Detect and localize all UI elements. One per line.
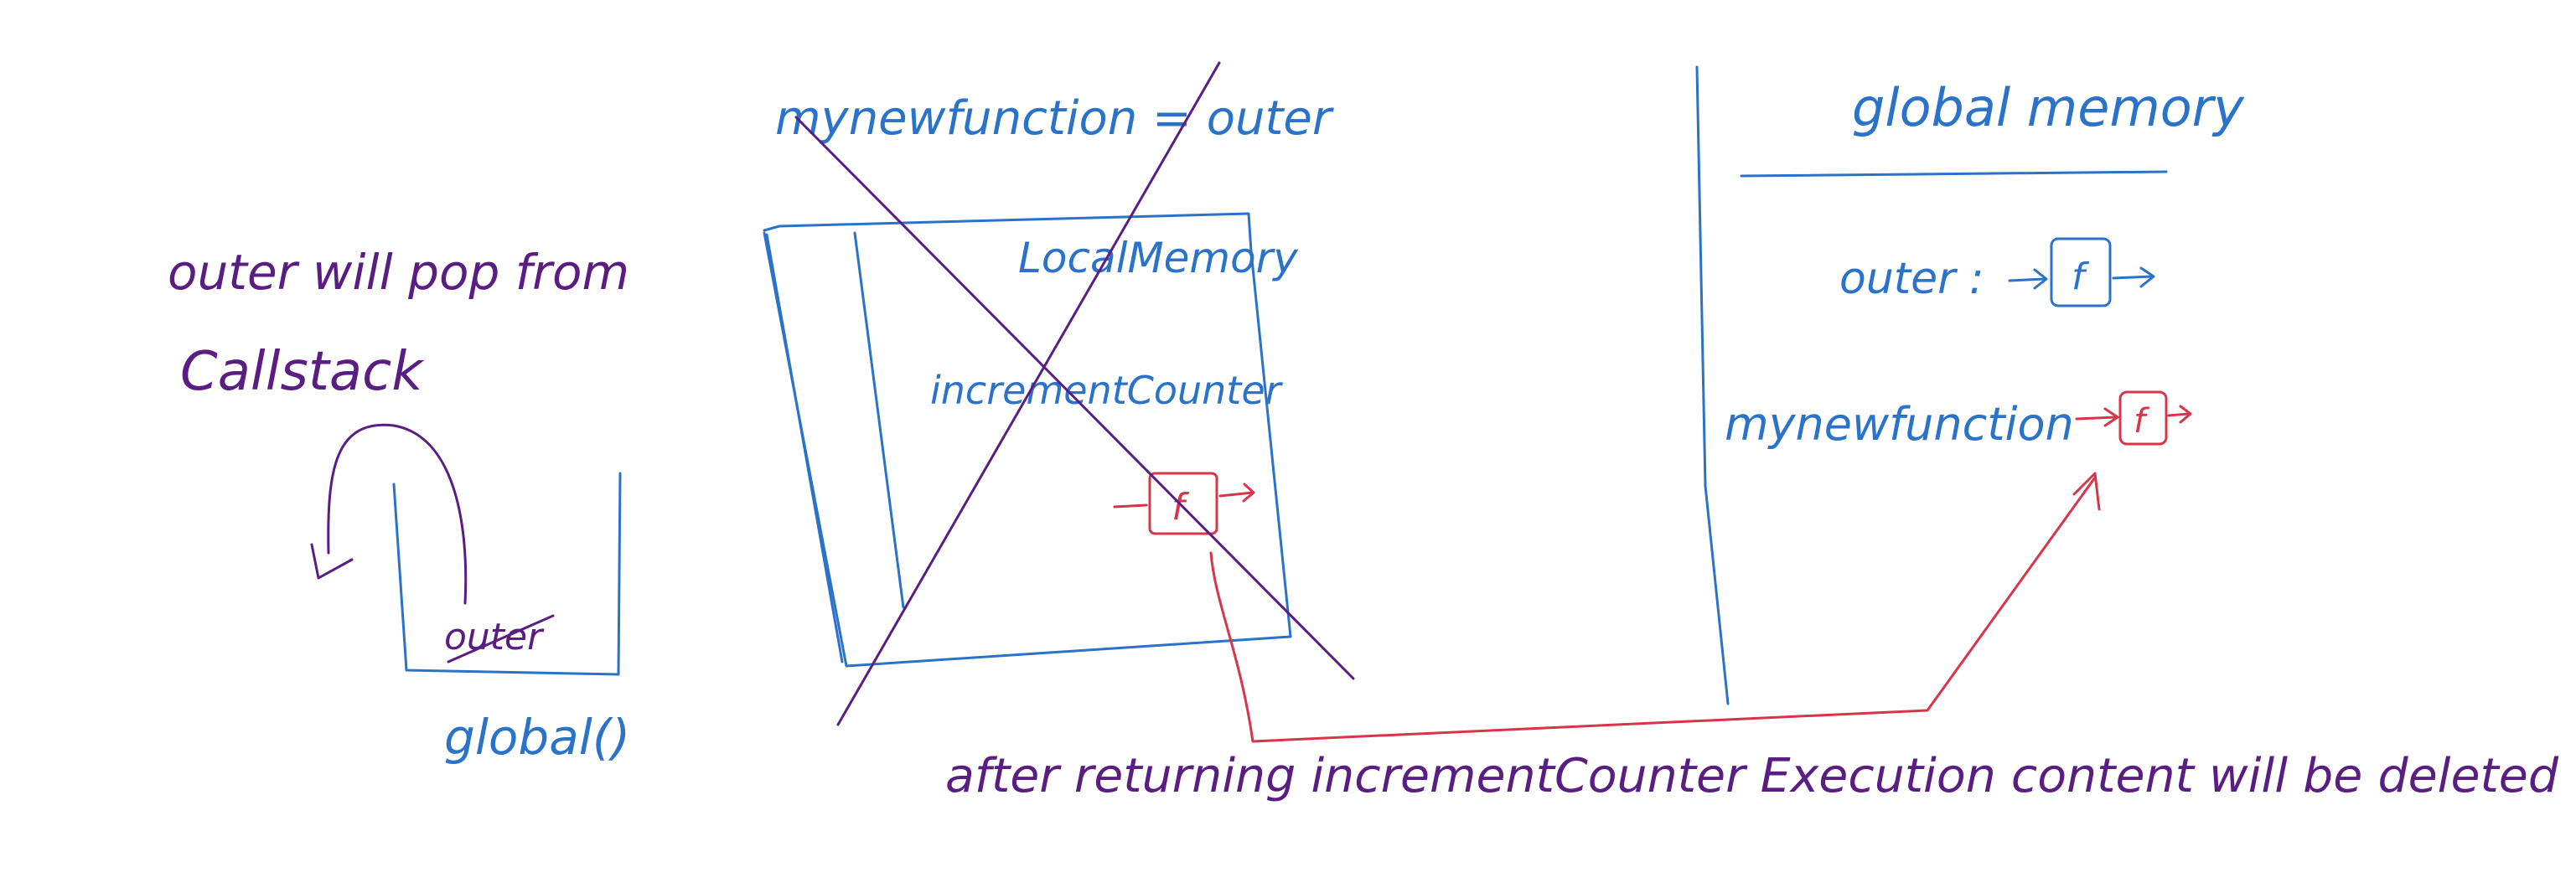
global-outer-out-arrow-head [2139, 266, 2155, 288]
global-memory-title-underline [1740, 170, 2168, 178]
callstack-note-line2: Callstack [180, 341, 425, 403]
global-outer-in-arrow [2008, 277, 2046, 282]
callstack-section: outer will pop from Callstack outer glob… [168, 244, 630, 766]
global-memory-section: global memory outer : f mynewfunction f [1695, 65, 2245, 705]
global-outer-function-label: f [2072, 256, 2090, 298]
local-memory-divider [853, 231, 905, 609]
local-memory-label: LocalMemory [1018, 234, 1299, 282]
callstack-container [392, 472, 622, 676]
frame-strike-line [447, 614, 555, 663]
function-box-out-arrow [1218, 491, 1254, 498]
function-box-out-arrow-head [1242, 483, 1255, 503]
function-box [1148, 472, 1218, 535]
global-mynewfunction-out-arrow [2167, 412, 2191, 417]
increment-counter-label: incrementCounter [930, 368, 1284, 413]
pop-arrow [327, 423, 468, 605]
callstack-base-global: global() [444, 709, 630, 766]
global-outer-label: outer : [1839, 254, 1984, 304]
global-mynewfunction-function-box [2118, 390, 2168, 446]
execution-context-section: mynewfunction = outer LocalMemory increm… [763, 61, 1355, 726]
delete-cross-line-1 [794, 116, 1355, 680]
delete-cross-line-2 [836, 61, 1221, 726]
global-outer-out-arrow [2112, 275, 2154, 280]
return-connector [1209, 476, 2097, 743]
function-box-label: f [1172, 486, 1190, 529]
assignment-label: mynewfunction = outer [775, 91, 1334, 146]
execution-context-box [763, 212, 1292, 668]
global-mynewfunction-in-arrow [2075, 416, 2118, 421]
global-outer-function-box [2050, 237, 2112, 307]
global-mynewfunction-function-label: f [2134, 402, 2150, 441]
global-memory-title: global memory [1852, 77, 2245, 138]
pop-arrow-head [310, 543, 354, 580]
global-memory-divider [1695, 65, 1730, 705]
global-mynewfunction-out-arrow-head [2179, 405, 2192, 424]
global-outer-in-arrow-head [2033, 268, 2048, 290]
callstack-note-line1: outer will pop from [168, 244, 629, 301]
callstack-frame-outer: outer [444, 616, 545, 658]
global-mynewfunction-in-arrow-head [2103, 407, 2119, 427]
global-mynewfunction-label: mynewfunction [1725, 398, 2074, 451]
footer-note: after returning incrementCounter Executi… [945, 749, 2558, 803]
execution-context-box-left [765, 233, 844, 663]
return-connector-head [2072, 472, 2101, 511]
function-box-in-arrow [1113, 503, 1148, 509]
